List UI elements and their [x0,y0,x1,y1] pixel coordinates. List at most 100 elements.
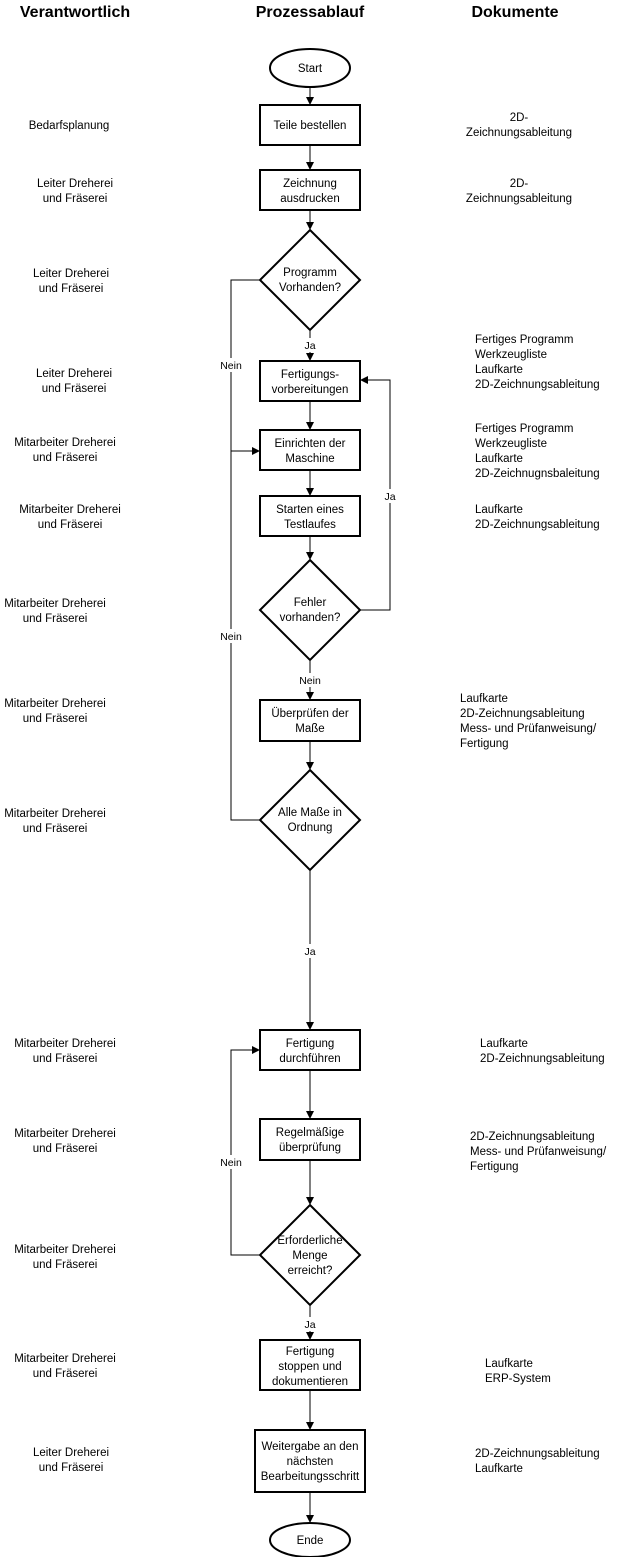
ende-node [269,1522,351,1557]
document-8a: 2D-Zeichnungsableitung [470,1131,595,1143]
document-10a: 2D-Zeichnungsableitung [475,1448,600,1460]
weitergabe-node [254,1429,366,1493]
masse-pruefen-node [259,699,361,742]
fertigung-durchfuehren-label-1: Fertigung [286,1038,335,1050]
einrichten-node [259,429,361,471]
fehler-vorhanden-label-1: Fehler [294,597,327,609]
regelmaessige-pruefung-label-1: Regelmäßige [276,1127,344,1139]
regelmaessige-pruefung-label-2: überprüfung [279,1142,341,1154]
fertigung-stoppen-label-2: stoppen und [278,1361,341,1373]
document-6d: Fertigung [460,738,509,750]
responsible-10a: Mitarbeiter Dreherei [14,1038,116,1050]
responsible-14a: Leiter Dreherei [33,1447,109,1459]
responsible-2b: und Fräserei [43,193,108,205]
responsible-3a: Leiter Dreherei [33,268,109,280]
responsible-11b: und Fräserei [33,1143,98,1155]
fertigung-stoppen-label-3: dokumentieren [272,1376,348,1388]
weitergabe-label-3: Bearbeitungsschritt [261,1471,360,1483]
menge-erreicht-label-2: Menge [292,1250,327,1262]
responsible-12b: und Fräserei [33,1259,98,1271]
document-6c: Mess- und Prüfanweisung/ [460,723,597,735]
weitergabe-label-2: nächsten [287,1456,334,1468]
fertigung-stoppen-node [259,1339,361,1391]
document-3c: Laufkarte [475,364,523,376]
responsible-7a: Mitarbeiter Dreherei [4,598,106,610]
document-5a: Laufkarte [475,504,523,516]
masse-ok-decision [258,768,362,872]
testlauf-node [259,495,361,537]
start-label: Start [298,63,323,75]
edge-label-ja-menge: Ja [304,1319,315,1331]
edge-label-nein-masse: Nein [220,631,242,643]
responsible-2a: Leiter Dreherei [37,178,113,190]
edge-label-nein-menge: Nein [220,1157,242,1169]
fertigung-stoppen-label-1: Fertigung [286,1346,335,1358]
menge-erreicht-label-3: erreicht? [288,1265,333,1277]
fertigungsvorbereitungen-label-1: Fertigungs- [281,369,339,381]
document-4b: Werkzeugliste [475,438,547,450]
nodes: Start Teile bestellen Zeichnung ausdruck… [254,48,366,1557]
document-4c: Laufkarte [475,453,523,465]
masse-pruefen-label-1: Überprüfen der [271,708,349,720]
responsible-8a: Mitarbeiter Dreherei [4,698,106,710]
document-7a: Laufkarte [480,1038,528,1050]
menge-erreicht-label-1: Erforderliche [277,1235,342,1247]
responsible-13b: und Fräserei [33,1368,98,1380]
document-4d: 2D-Zeichnugnsbaleitung [475,468,600,480]
document-3a: Fertiges Programm [475,334,573,346]
testlauf-label-2: Testlaufes [284,519,336,531]
document-3b: Werkzeugliste [475,349,547,361]
responsible-1: Bedarfsplanung [29,120,110,132]
responsible-9a: Mitarbeiter Dreherei [4,808,106,820]
teile-bestellen-node [259,104,361,146]
document-1a: 2D- [510,112,529,124]
responsible-14b: und Fräserei [39,1462,104,1474]
fertigung-durchfuehren-label-2: durchführen [279,1053,340,1065]
header-documents: Dokumente [471,4,558,21]
regelmaessige-pruefung-node [259,1118,361,1161]
document-8c: Fertigung [470,1161,519,1173]
responsible-7b: und Fräserei [23,613,88,625]
document-4a: Fertiges Programm [475,423,573,435]
masse-pruefen-label-2: Maße [295,723,324,735]
edge-label-nein-programm: Nein [220,360,242,372]
edge-menge-nein [230,1046,260,1256]
fertigungsvorbereitungen-node [259,360,361,402]
responsible-11a: Mitarbeiter Dreherei [14,1128,116,1140]
fertigungsvorbereitungen-label-2: vorbereitungen [272,384,349,396]
programm-vorhanden-label-2: Vorhanden? [279,282,341,294]
masse-ok-label-1: Alle Maße in [278,807,342,819]
responsible-5b: und Fräserei [33,452,98,464]
document-9a: Laufkarte [485,1358,533,1370]
fertigung-durchfuehren-node [259,1029,361,1071]
weitergabe-label-1: Weitergabe an den [262,1441,359,1453]
document-3d: 2D-Zeichnungsableitung [475,379,600,391]
edge-label-ja-programm: Ja [304,340,315,352]
edge-label-ja-fehler: Ja [384,491,395,503]
responsible-column: Bedarfsplanung Leiter Dreherei und Fräse… [4,120,121,1474]
documents-column: 2D- Zeichnungsableitung 2D- Zeichnungsab… [460,112,607,1475]
document-8b: Mess- und Prüfanweisung/ [470,1146,607,1158]
document-7b: 2D-Zeichnungsableitung [480,1053,605,1065]
programm-vorhanden-label-1: Programm [283,267,337,279]
edge-label-ja-masse: Ja [304,946,315,958]
fehler-vorhanden-label-2: vorhanden? [280,612,341,624]
header-process: Prozessablauf [256,4,365,21]
document-1b: Zeichnungsableitung [466,127,572,139]
masse-ok-label-2: Ordnung [288,822,333,834]
document-5b: 2D-Zeichnungsableitung [475,519,600,531]
edge-labels: Ja Nein Ja Nein Nein Ja Nein Ja [216,338,400,1331]
zeichnung-ausdrucken-node [259,169,361,211]
responsible-6a: Mitarbeiter Dreherei [19,504,121,516]
document-10b: Laufkarte [475,1463,523,1475]
zeichnung-ausdrucken-label-1: Zeichnung [283,178,337,190]
responsible-13a: Mitarbeiter Dreherei [14,1353,116,1365]
edge-masse-nein [230,451,260,821]
responsible-5a: Mitarbeiter Dreherei [14,437,116,449]
header-responsible: Verantwortlich [20,4,130,21]
responsible-4b: und Fräserei [42,383,107,395]
einrichten-label-2: Maschine [285,453,334,465]
teile-bestellen-label: Teile bestellen [274,120,347,132]
responsible-8b: und Fräserei [23,713,88,725]
responsible-10b: und Fräserei [33,1053,98,1065]
